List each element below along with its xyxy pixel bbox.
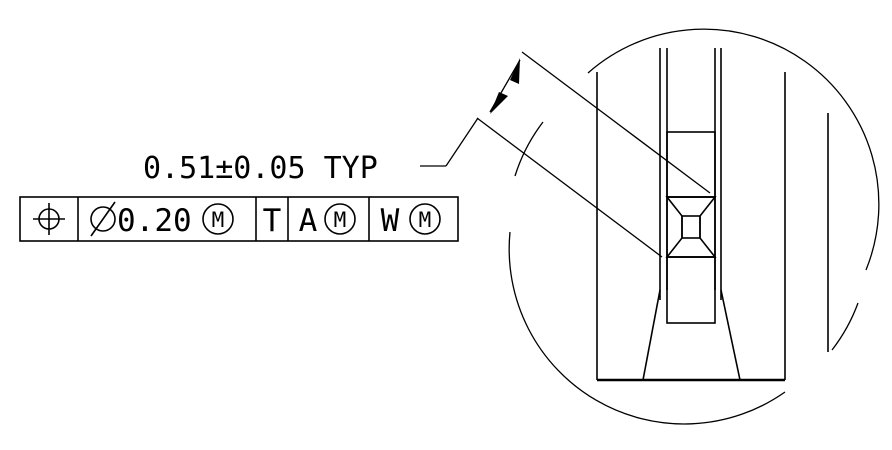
datum-primary: T [263, 203, 282, 239]
detail-arc-right-lower [831, 302, 859, 351]
datum-tertiary-modifier: M [419, 208, 432, 232]
detail-arc-left [514, 121, 544, 177]
dimension-text: 0.51±0.05 TYP [143, 151, 378, 186]
tolerance-value: 0.20 [117, 203, 192, 239]
detail-arc-bottom [508, 231, 786, 425]
dimension-lines [476, 51, 711, 258]
mmc-circle-icon [409, 203, 441, 235]
datum-tertiary: W [381, 203, 400, 239]
mmc-circle-icon [324, 203, 356, 235]
arrow-head-lower [490, 92, 508, 114]
datum-secondary-modifier: M [334, 208, 347, 232]
extension-line-upper [521, 51, 711, 194]
tolerance-modifier: M [212, 208, 225, 232]
part-geometry [596, 48, 829, 382]
fcf-border [19, 196, 459, 242]
mmc-circle-icon [202, 203, 234, 235]
leader-diagonal [445, 117, 479, 167]
datum-secondary: A [299, 203, 318, 239]
feature-control-frame: 0.20 M T A M W M [19, 196, 459, 242]
diameter-icon [90, 201, 116, 237]
detail-arc-right [587, 28, 880, 271]
true-position-icon [33, 203, 65, 235]
detail-circle [508, 28, 880, 425]
arrow-head-upper [510, 58, 520, 84]
extension-line-lower [476, 117, 663, 258]
